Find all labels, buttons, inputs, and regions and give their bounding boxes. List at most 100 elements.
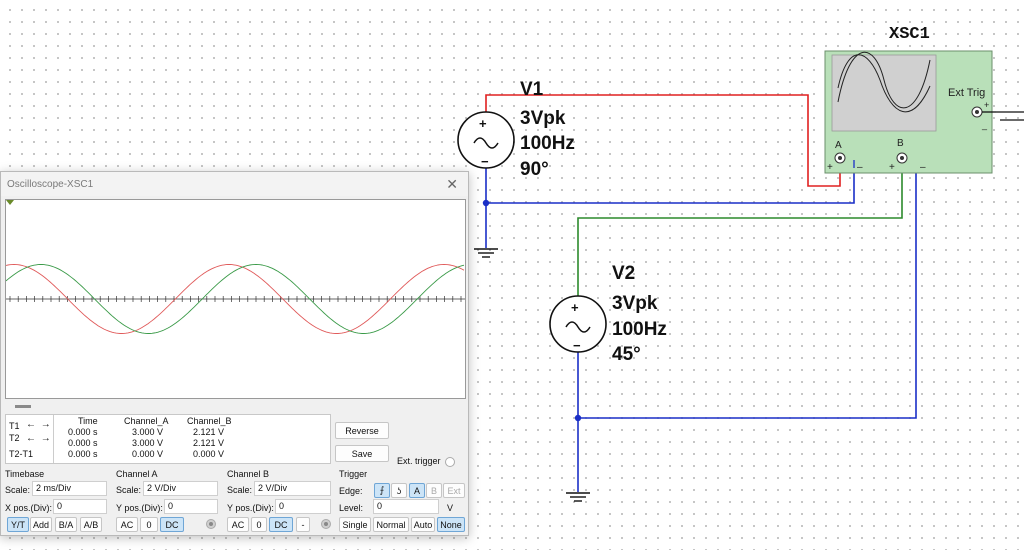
v2-phase: 45° [612,344,641,365]
wire-blue-v2[interactable] [577,160,917,419]
col-header-channel-a: Channel_A [124,416,169,426]
channel-a-ypos-field[interactable]: 0 [164,499,218,514]
t2-channel-b: 2.121 V [193,438,225,448]
t1-arrows-icon[interactable]: ← → [26,419,52,430]
trigger-level-unit: V [447,503,454,513]
ext-trigger-label: Ext. trigger [397,456,441,466]
channel-a-title: Channel A [116,469,158,479]
trigger-source-a-button[interactable]: A [409,483,425,498]
wire-blue-v1[interactable] [485,160,855,204]
ac-source-v2[interactable]: + − [549,295,607,353]
channel-b-scale-field[interactable]: 2 V/Div [254,481,331,496]
junction-dot [574,414,582,422]
splitter-handle[interactable] [15,405,31,408]
trigger-none-button[interactable]: None [437,517,465,532]
minus-sign: – [920,162,926,173]
ext-trig-label: Ext Trig [948,87,985,99]
timebase-scale-field[interactable]: 2 ms/Div [32,481,107,496]
channel-b-zero-button[interactable]: 0 [251,517,267,532]
channel-a-radio[interactable] [206,519,216,529]
trigger-source-ext-button[interactable]: Ext [443,483,465,498]
t2-channel-a: 3.000 V [132,438,164,448]
channel-b-label: B [897,138,904,149]
timebase-scale-label: Scale: [5,485,31,495]
trigger-auto-button[interactable]: Auto [411,517,435,532]
v2-frequency: 100Hz [612,319,667,340]
trigger-title: Trigger [339,469,368,479]
ext-trigger-radio[interactable] [445,457,455,467]
mode-add-button[interactable]: Add [30,517,52,532]
falling-edge-icon[interactable]: ʖ [391,483,407,498]
ground-icon [566,492,590,502]
channel-b-radio[interactable] [321,519,331,529]
t2-t1-channel-b: 0.000 V [193,449,225,459]
channel-a-label: A [835,140,842,151]
save-button[interactable]: Save [335,445,389,462]
trigger-marker-icon [6,200,14,205]
window-title: Oscilloscope-XSC1 [7,178,94,190]
reverse-button[interactable]: Reverse [335,422,389,439]
terminal-b-plus[interactable] [896,152,908,164]
rising-edge-icon[interactable]: ⨍ [374,483,390,498]
v1-phase: 90° [520,159,549,180]
channel-b-ac-button[interactable]: AC [227,517,249,532]
channel-a-scale-label: Scale: [116,485,142,495]
channel-b-scale-label: Scale: [227,485,253,495]
row-label-t2-t1: T2-T1 [9,449,34,459]
t2-time: 0.000 s [68,438,98,448]
minus-sign: _ [981,120,988,130]
scope-traces [6,200,465,334]
trigger-edge-label: Edge: [339,486,363,496]
channel-b-title: Channel B [227,469,270,479]
t2-t1-time: 0.000 s [68,449,98,459]
mode-ba-button[interactable]: B/A [55,517,77,532]
trigger-single-button[interactable]: Single [339,517,371,532]
trigger-source-b-button[interactable]: B [426,483,442,498]
scope-name: XSC1 [889,25,930,44]
oscilloscope-window[interactable]: Oscilloscope-XSC1 ✕ T1 T2 T2-T1 ← → ← → … [0,171,469,536]
wire-green[interactable] [577,160,903,296]
row-label-t1: T1 [9,421,20,431]
oscilloscope-instrument[interactable] [824,50,993,174]
mode-yt-button[interactable]: Y/T [7,517,29,532]
channel-b-ypos-field[interactable]: 0 [275,499,331,514]
svg-text:−: − [481,154,489,169]
t2-arrows-icon[interactable]: ← → [26,433,52,444]
channel-a-scale-field[interactable]: 2 V/Div [143,481,218,496]
minus-sign: – [857,162,863,173]
trigger-level-field[interactable]: 0 [373,499,439,514]
svg-text:+: + [479,116,487,131]
row-label-t2: T2 [9,433,20,443]
t1-channel-b: 2.121 V [193,427,225,437]
svg-text:+: + [571,300,579,315]
channel-b-invert-button[interactable]: - [296,517,310,532]
v2-name: V2 [612,263,635,284]
v1-amplitude: 3Vpk [520,108,566,129]
v1-frequency: 100Hz [520,133,575,154]
channel-a-dc-button[interactable]: DC [160,517,184,532]
trigger-level-label: Level: [339,503,364,513]
terminal-a-plus[interactable] [834,152,846,164]
t2-t1-channel-a: 0.000 V [132,449,164,459]
col-header-time: Time [78,416,98,426]
ac-source-v1[interactable]: + − [457,111,515,169]
close-icon[interactable]: ✕ [446,176,458,192]
terminal-ext-trig[interactable] [971,106,983,118]
channel-a-zero-button[interactable]: 0 [140,517,158,532]
window-titlebar[interactable]: Oscilloscope-XSC1 ✕ [1,172,468,196]
mode-ab-button[interactable]: A/B [80,517,102,532]
v1-name: V1 [520,79,544,100]
channel-a-ypos-label: Y pos.(Div): [116,503,163,513]
t1-time: 0.000 s [68,427,98,437]
svg-text:−: − [573,338,581,353]
trigger-normal-button[interactable]: Normal [373,517,409,532]
channel-a-ac-button[interactable]: AC [116,517,138,532]
timebase-xpos-field[interactable]: 0 [53,499,107,514]
plus-sign: + [984,100,989,110]
channel-a-trace [6,264,465,334]
wire-red[interactable] [485,94,841,187]
channel-b-dc-button[interactable]: DC [269,517,293,532]
scope-display[interactable] [5,199,466,399]
plus-sign: + [889,162,895,173]
